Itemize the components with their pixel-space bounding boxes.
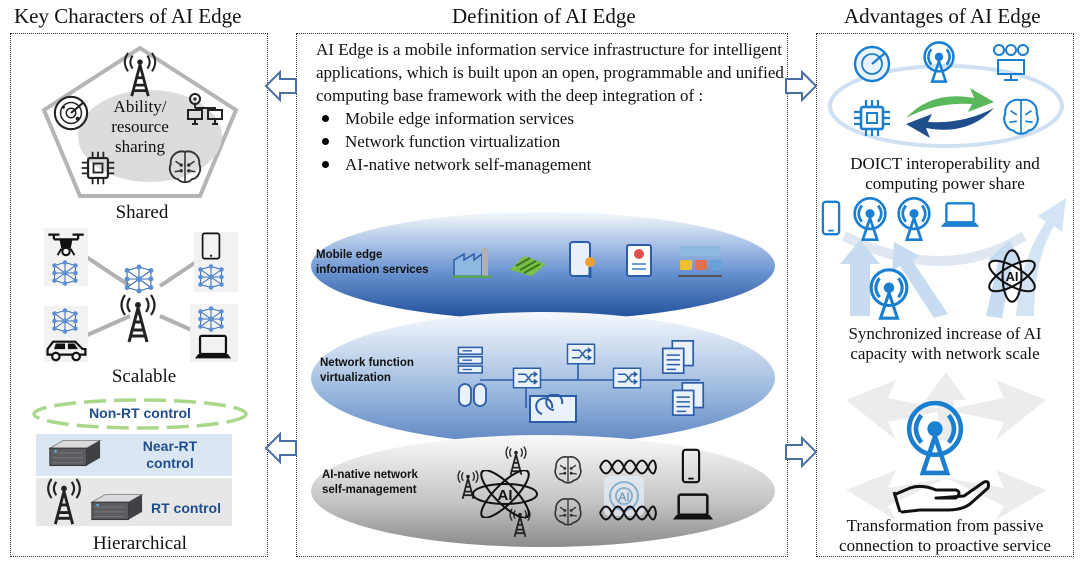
radar-icon (853, 45, 891, 83)
layer-label-nfv: Network function virtualization (320, 357, 414, 384)
neural-icon (50, 306, 80, 336)
waveform-icon (599, 459, 657, 475)
adv1-text: DOICT interoperability and computing pow… (850, 154, 1040, 193)
left-panel (10, 33, 268, 557)
neural-icon (196, 304, 226, 334)
documents-icon (658, 338, 698, 376)
car-device (44, 306, 88, 362)
hand-icon (892, 480, 990, 514)
bullet-item: Mobile edge information services (316, 107, 786, 130)
left-panel-title: Key Characters of AI Edge (14, 4, 242, 28)
smartphone-app-icon (569, 241, 595, 278)
brain-icon (1003, 98, 1039, 135)
svg-text:AI: AI (1006, 269, 1019, 284)
car-icon (44, 338, 88, 362)
ai-atom-icon: AI (472, 470, 538, 518)
refresh-icon (529, 394, 577, 423)
laptop-icon (940, 202, 980, 227)
tower-icon (44, 478, 84, 526)
wifi-tower-icon (852, 196, 888, 242)
switch-icon (566, 342, 596, 366)
definition-block: AI Edge is a mobile information service … (316, 38, 786, 176)
arrow-to-right-top (785, 69, 818, 103)
bullet-item: Network function virtualization (316, 130, 786, 153)
server-icon (454, 344, 490, 378)
farm-icon (510, 256, 546, 276)
scalable-caption: Scalable (111, 366, 177, 387)
near-rt-control-label: Near-RT control (142, 438, 198, 471)
neural-icon (196, 262, 226, 292)
phone-icon (821, 200, 841, 236)
definition-bullets: Mobile edge information services Network… (316, 107, 786, 176)
wifi-tower-icon (896, 196, 932, 242)
svg-text:AI: AI (498, 487, 513, 504)
brain-icon (552, 496, 584, 528)
arrow-to-right-bottom (785, 435, 818, 469)
laptop-icon (194, 334, 232, 362)
tablet-device (194, 232, 238, 292)
factory-icon (452, 248, 492, 278)
definition-text: AI Edge is a mobile information service … (316, 40, 784, 105)
center-panel (296, 33, 788, 557)
non-rt-control-label: Non-RT control (89, 405, 191, 421)
brain-icon (552, 454, 584, 486)
layer-label-ai-native: AI-native network self-management (322, 469, 418, 496)
non-rt-ring (32, 398, 248, 430)
laptop-device (190, 304, 238, 362)
layer-label-mobile-edge: Mobile edge information services (316, 249, 429, 276)
tower-icon (120, 52, 160, 98)
ai-fingerprint-icon: AI (604, 476, 644, 516)
hierarchical-caption: Hierarchical (93, 533, 187, 554)
medical-record-icon (626, 244, 652, 277)
server-rack-icon (86, 492, 144, 522)
traffic-icon (678, 246, 722, 277)
wifi-tower-icon (904, 400, 966, 476)
ai-atom-icon: AI (988, 249, 1036, 303)
phone-icon (680, 448, 702, 484)
laptop-icon (672, 492, 714, 524)
adv1-ring (828, 64, 1064, 148)
scalable-links (83, 254, 207, 338)
right-panel-title: Advantages of AI Edge (844, 4, 1041, 28)
gear-network-icon (993, 44, 1029, 81)
neural-icon (50, 258, 80, 288)
tablet-icon (200, 232, 222, 260)
waveform-icon (599, 505, 657, 521)
neural-icon (122, 262, 156, 296)
tower-icon (116, 294, 160, 344)
sharing-label: Ability/ resource sharing (111, 97, 169, 156)
drone-device (44, 228, 88, 286)
nfv-topology-lines (480, 360, 700, 408)
switch-icon (512, 366, 542, 390)
svg-text:AI: AI (618, 490, 629, 504)
documents-icon (668, 380, 708, 418)
wifi-tower-icon (868, 266, 910, 322)
database-icon (458, 383, 487, 407)
radar-icon (52, 94, 90, 132)
wifi-tower-icon (922, 40, 956, 84)
arrow-to-left-bottom (264, 431, 297, 465)
server-rack-icon (44, 438, 102, 468)
arrow-to-left-top (264, 69, 297, 103)
adv3-text: Transformation from passive connection t… (839, 516, 1051, 555)
bullet-item: AI-native network self-management (316, 153, 786, 176)
center-panel-title: Definition of AI Edge (452, 4, 636, 28)
adv2-text: Synchronized increase of AI capacity wit… (848, 324, 1042, 363)
adv2-arrows (840, 198, 1066, 318)
shared-caption: Shared (115, 202, 169, 223)
switch-icon (612, 366, 642, 390)
chip-icon (854, 100, 890, 136)
right-panel (816, 33, 1074, 557)
drone-icon (44, 230, 88, 258)
exchange-arrows-icon (906, 88, 994, 138)
gear-network-icon (184, 90, 224, 130)
rt-control-label: RT control (151, 500, 221, 516)
